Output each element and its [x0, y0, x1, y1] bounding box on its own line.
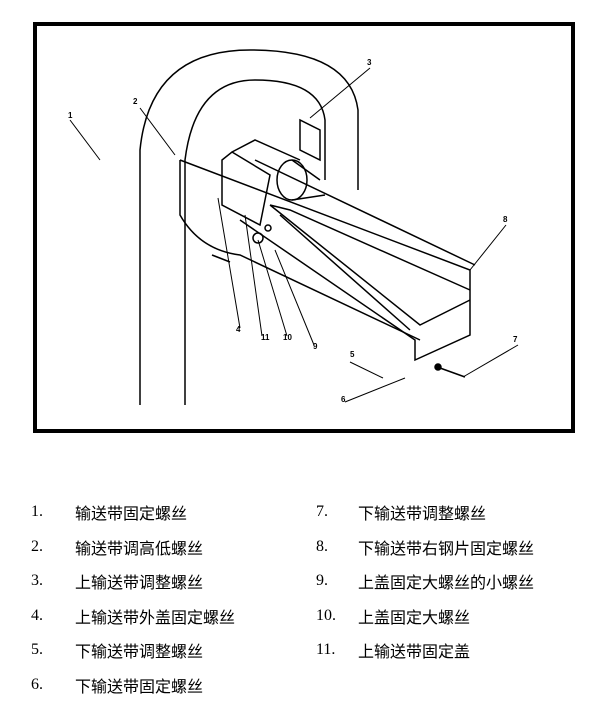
legend-item: 1. 输送带固定螺丝	[31, 495, 235, 530]
legend-num: 10.	[316, 606, 336, 624]
callout-3: 3	[367, 58, 372, 67]
legend-text: 下输送带右钢片固定螺丝	[358, 540, 535, 558]
callout-9: 9	[313, 342, 318, 351]
cover-box	[221, 139, 301, 227]
callout-11: 11	[261, 333, 270, 342]
legend-num: 2.	[31, 537, 43, 555]
legend-text: 下输送带调整螺丝	[75, 644, 204, 662]
big-screw	[252, 232, 264, 244]
roller	[276, 159, 308, 201]
conveyor-diagram: 1 2 3 4 11 10 9 5 6 7 8	[33, 22, 575, 433]
legend-item: 11. 上输送带固定盖	[316, 633, 534, 668]
legend-text: 上输送带调整螺丝	[75, 575, 204, 593]
top-bracket	[299, 118, 321, 162]
callout-10: 10	[283, 333, 292, 342]
legend-item: 3. 上输送带调整螺丝	[31, 564, 235, 599]
callout-2: 2	[133, 97, 138, 106]
legend-text: 上盖固定大螺丝	[358, 609, 471, 627]
callout-6: 6	[341, 395, 346, 404]
legend-num: 6.	[31, 675, 43, 693]
legend-num: 8.	[316, 537, 328, 555]
legend-item: 4. 上输送带外盖固定螺丝	[31, 599, 235, 634]
callout-7: 7	[513, 335, 518, 344]
legend-text: 下输送带调整螺丝	[358, 506, 487, 524]
legend-num: 11.	[316, 641, 336, 659]
upper-conveyor	[179, 159, 476, 341]
legend-item: 8. 下输送带右钢片固定螺丝	[316, 530, 534, 565]
legend-text: 上输送带外盖固定螺丝	[75, 609, 236, 627]
legend-text: 上输送带固定盖	[358, 644, 471, 662]
legend-item: 7. 下输送带调整螺丝	[316, 495, 534, 530]
legend-item: 9. 上盖固定大螺丝的小螺丝	[316, 564, 534, 599]
callout-5: 5	[350, 350, 355, 359]
legend-text: 输送带调高低螺丝	[75, 540, 204, 558]
legend-num: 3.	[31, 572, 43, 590]
legend-num: 5.	[31, 641, 43, 659]
legend-num: 4.	[31, 606, 43, 624]
diagram-frame	[33, 22, 575, 433]
legend-num: 7.	[316, 503, 328, 521]
legend-item: 2. 输送带调高低螺丝	[31, 530, 235, 565]
legend-text: 上盖固定大螺丝的小螺丝	[358, 575, 535, 593]
legend-left: 1. 输送带固定螺丝 2. 输送带调高低螺丝 3. 上输送带调整螺丝 4. 上输送带外盖…	[31, 495, 235, 702]
callout-4: 4	[236, 325, 241, 334]
callout-8: 8	[503, 215, 508, 224]
legend-item: 10. 上盖固定大螺丝	[316, 599, 534, 634]
legend-right: 7. 下输送带调整螺丝 8. 下输送带右钢片固定螺丝 9. 上盖固定大螺丝的小螺丝 1…	[316, 495, 534, 668]
legend-item: 5. 下输送带调整螺丝	[31, 633, 235, 668]
legend-num: 1.	[31, 503, 43, 521]
legend-item: 6. 下输送带固定螺丝	[31, 668, 235, 703]
legend-num: 9.	[316, 572, 328, 590]
callout-1: 1	[68, 111, 73, 120]
arch-frame	[139, 49, 359, 405]
legend-text: 输送带固定螺丝	[75, 506, 188, 524]
legend-text: 下输送带固定螺丝	[75, 678, 204, 696]
lower-conveyor	[239, 204, 471, 362]
